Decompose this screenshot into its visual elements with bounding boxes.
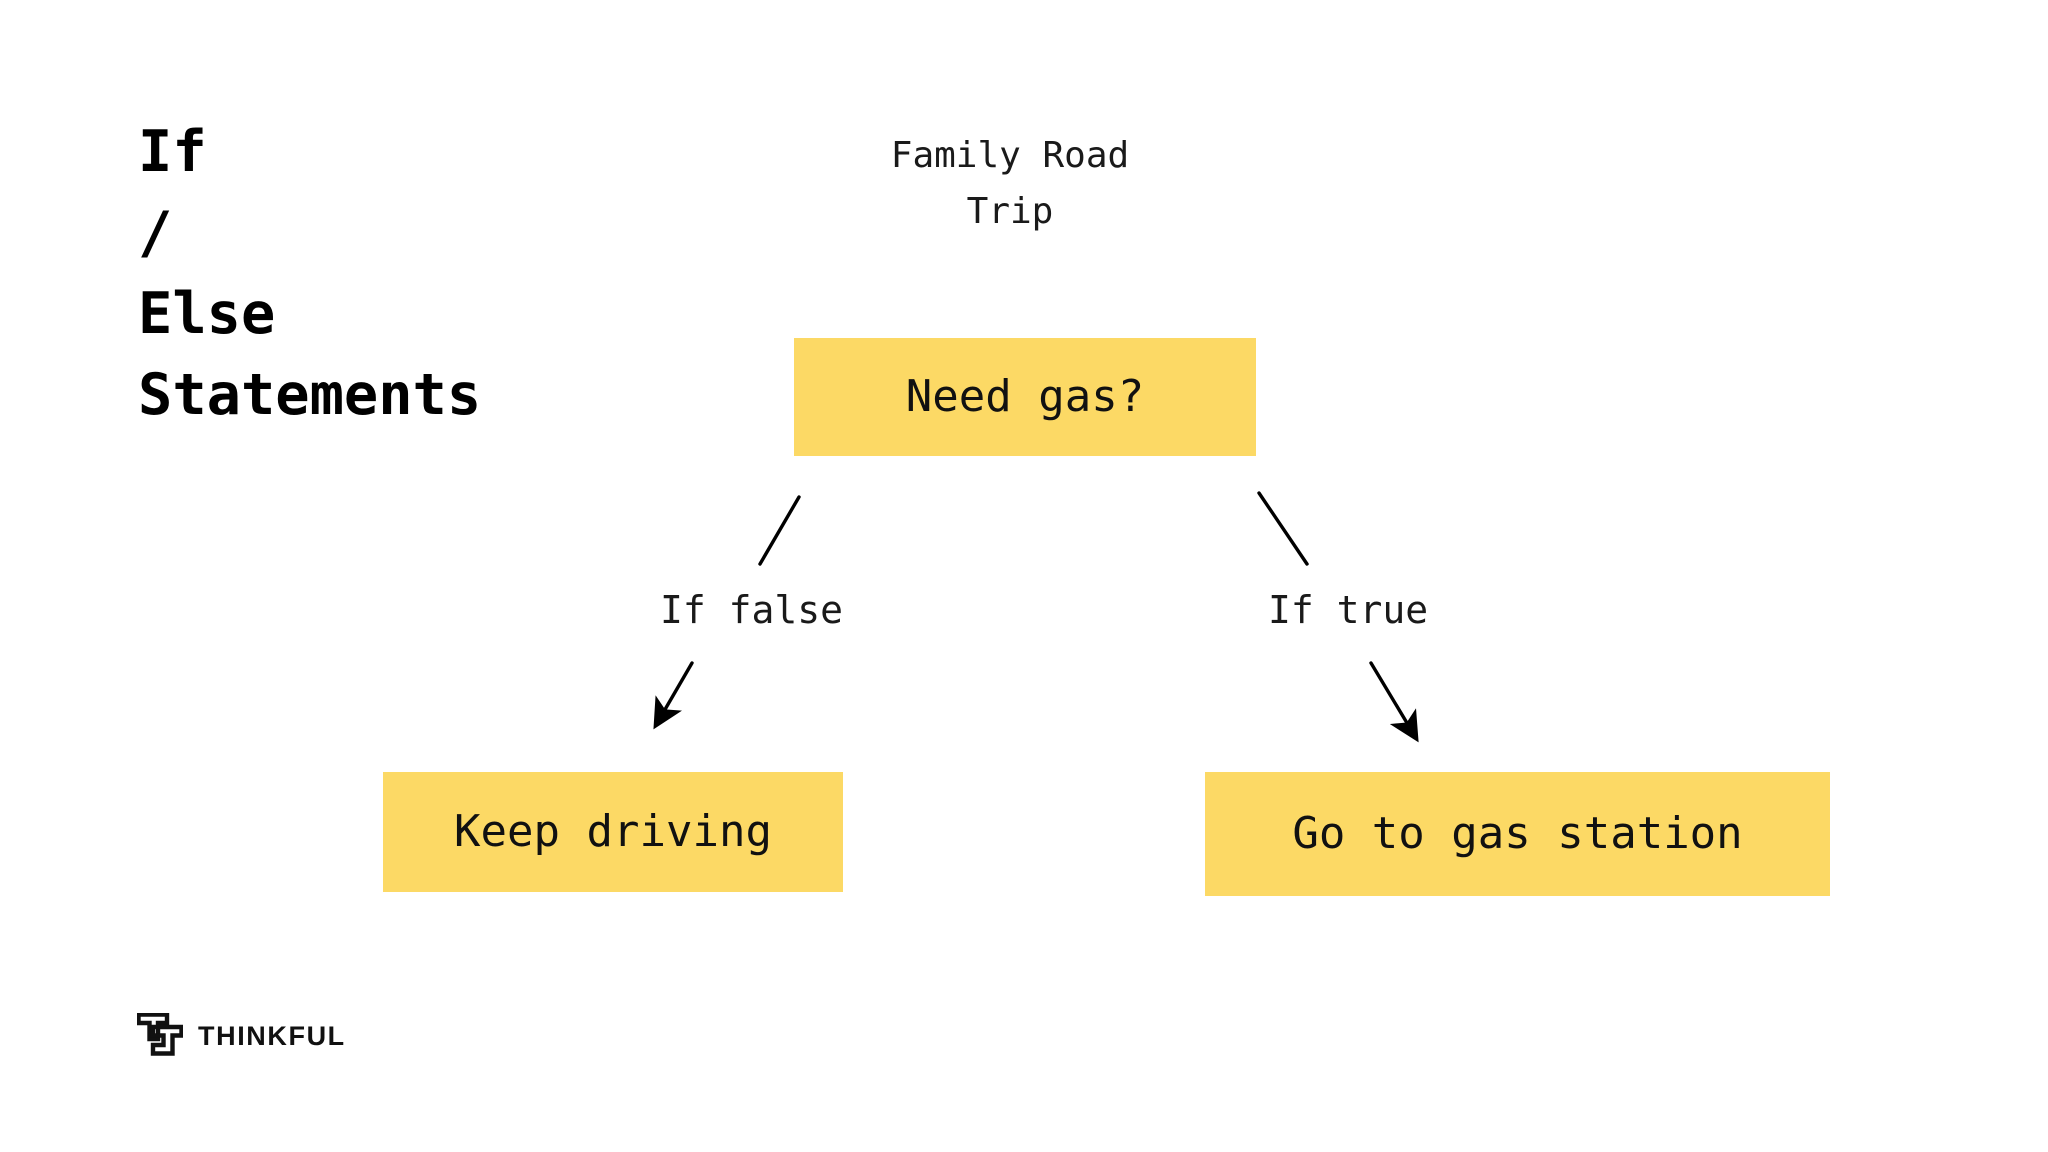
connector-left-stem [758, 495, 801, 566]
outcome-node-go-to-gas-station[interactable]: Go to gas station [1205, 772, 1830, 896]
outcome-node-keep-driving[interactable]: Keep driving [383, 772, 843, 892]
diagram-caption: Family Road Trip [890, 135, 1130, 232]
connector-left-arrow [653, 661, 694, 730]
brand-logo: THINKFUL [137, 1013, 346, 1059]
page-title: If / Else Statements [138, 119, 482, 428]
branch-label-if-true: If true [1268, 588, 1429, 632]
branch-label-if-false: If false [660, 588, 844, 632]
brand-name: THINKFUL [198, 1020, 346, 1051]
decision-node-need-gas[interactable]: Need gas? [794, 338, 1256, 456]
connector-right-arrow [1369, 661, 1419, 743]
connector-right-stem [1257, 491, 1309, 566]
thinkful-t-mark [137, 1013, 183, 1056]
